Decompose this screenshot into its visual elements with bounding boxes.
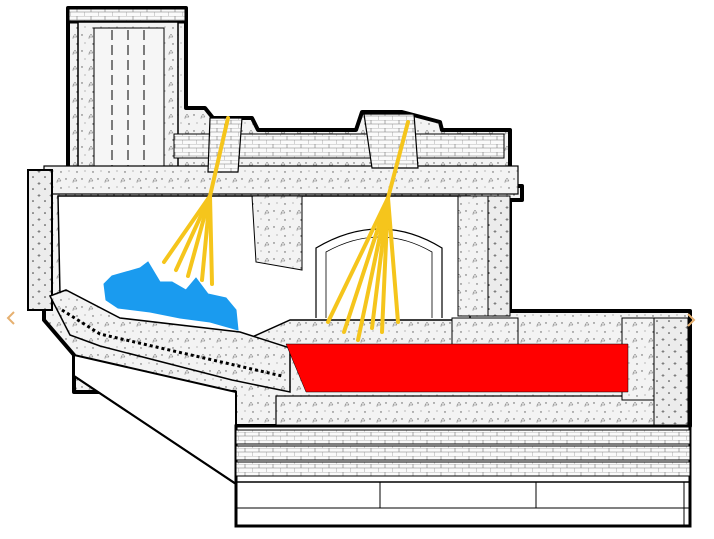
exhaust-stack (66, 6, 188, 173)
roof-burner-right (326, 113, 419, 342)
molten-bath (285, 343, 629, 393)
sloped-hearth (48, 289, 291, 393)
right-wall (451, 195, 519, 355)
roof-burner-left (162, 116, 243, 286)
foundation (234, 424, 692, 528)
solid-charge (103, 261, 239, 331)
baffle-wall (251, 195, 303, 271)
edge-markers (6, 311, 696, 327)
